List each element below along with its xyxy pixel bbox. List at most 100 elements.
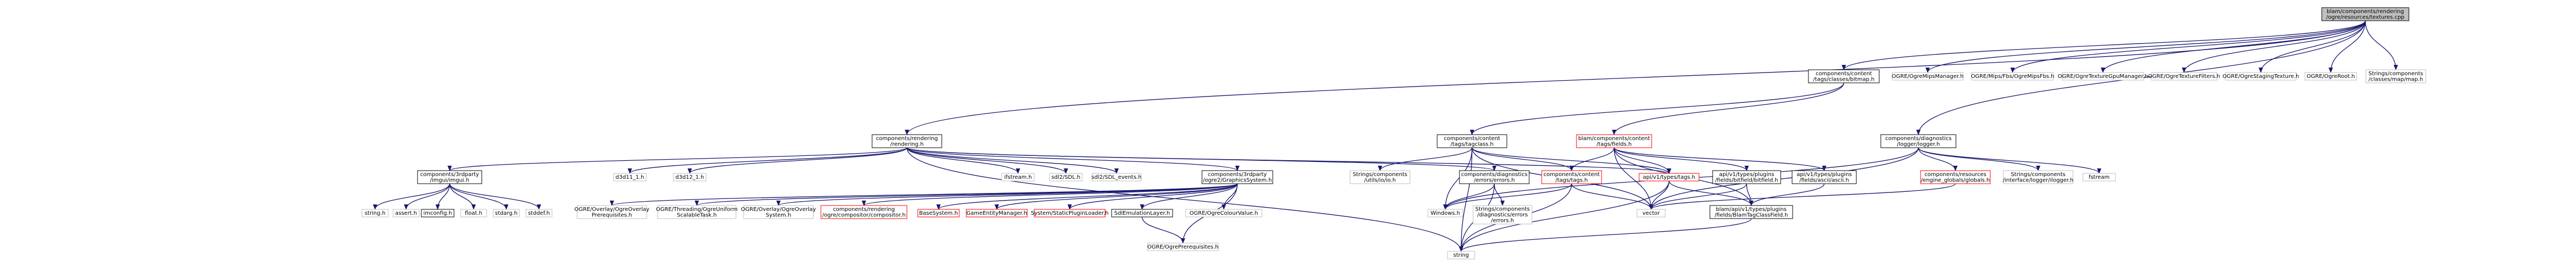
node-box: [1350, 170, 1410, 184]
node-box: [2151, 72, 2217, 81]
node-mips[interactable]: OGRE/Mips/Fbs/OgreMipsFbs.h: [1971, 72, 2054, 81]
node-bitfield[interactable]: api/v1/types/plugins/fields/bitfield/bit…: [1712, 170, 1781, 184]
edge-graphics-to-basesystem: [936, 183, 1238, 210]
node-errors_str[interactable]: Strings/components/diagnostics/errors/er…: [1473, 205, 1532, 225]
node-label: api/v1/types/plugins: [1796, 172, 1851, 178]
edge-logger-to-fstream: [1918, 147, 2101, 174]
edge-rendering-to-graphics: [906, 147, 1240, 171]
node-ogreroot[interactable]: OGRE/OgreRoot.h: [2304, 72, 2357, 81]
node-windows[interactable]: Windows.h: [1427, 209, 1463, 217]
node-compositor[interactable]: components/rendering/ogre/compositor/com…: [820, 205, 907, 219]
edge-rendering-to-api_tags: [906, 147, 1671, 174]
node-box: [1880, 134, 1956, 148]
edge-root-to-rendering: [905, 20, 2366, 135]
node-bitmap[interactable]: components/content/tags/classes/bitmap.h: [1808, 69, 1880, 83]
node-label: api/v1/types/plugins: [1719, 172, 1774, 178]
node-ascii[interactable]: api/v1/types/plugins/fields/ascii/ascii.…: [1792, 170, 1857, 184]
node-box: [613, 173, 647, 182]
node-basesystem[interactable]: BaseSystem.h: [917, 209, 960, 217]
node-fstream[interactable]: fstream: [2082, 173, 2116, 182]
node-label: /errors/errors.h: [1474, 177, 1514, 183]
nodes-layer: blam/components/rendering/ogre/resources…: [361, 7, 2426, 259]
node-stdarg[interactable]: stdarg.h: [493, 209, 520, 217]
node-box: [2082, 173, 2116, 182]
edge-rendering-to-sdl: [906, 147, 1068, 174]
node-string[interactable]: string: [1447, 251, 1475, 259]
edge-imgui-to-assert: [404, 183, 450, 210]
node-label: components/content: [1543, 172, 1600, 178]
edge-content_tags-to-vector: [1571, 183, 1653, 210]
node-label: /tags/classes/bitmap.h: [1813, 76, 1875, 82]
node-ilogger[interactable]: Strings/components/interface/logger/ilog…: [2003, 170, 2074, 184]
node-logger[interactable]: components/diagnostics/logger/logger.h: [1880, 134, 1956, 148]
node-graphics[interactable]: components/3rdparty/ogre2/GraphicsSystem…: [1201, 170, 1273, 184]
node-sdl_events[interactable]: sdl2/SDL_events.h: [1091, 173, 1142, 182]
node-box: [872, 134, 942, 148]
node-imgui[interactable]: components/3rdparty/imgui/imgui.h: [417, 170, 482, 184]
node-box: [2321, 7, 2409, 21]
node-box: [743, 205, 814, 219]
node-gpu_mipmgr[interactable]: OGRE/OgreMipsManager.h: [1892, 72, 1964, 81]
node-assert[interactable]: assert.h: [392, 209, 420, 217]
edge-root-to-staging: [2259, 20, 2366, 73]
node-strutils[interactable]: Strings/components/utils/io/io.h: [1350, 170, 1410, 184]
node-errors[interactable]: components/diagnostics/errors/errors.h: [1459, 170, 1530, 184]
node-sdl[interactable]: sdl2/SDL.h: [1049, 173, 1083, 182]
node-label: OGRE/OgreMipsManager.h: [1892, 74, 1964, 80]
node-mapfile[interactable]: Strings/components/classes/map/map.h: [2365, 69, 2426, 83]
edge-imgui-to-string_h: [373, 183, 450, 210]
edge-imgui-to-float: [449, 183, 476, 210]
node-label: /fields/bitfield/bitfield.h: [1715, 177, 1778, 183]
edge-globals-to-vector: [1649, 183, 1956, 210]
node-ogre_prereq[interactable]: OGRE/OgrePrerequisites.h: [1147, 243, 1219, 251]
node-string_h[interactable]: string.h: [361, 209, 389, 217]
edge-tagclass-to-content_tags: [1471, 147, 1574, 171]
node-tagclass[interactable]: components/content/tags/tagclass.h: [1437, 134, 1507, 148]
node-label: /ogre/resources/textures.cpp: [2326, 14, 2405, 20]
node-blamtag[interactable]: blam/api/v1/types/plugins/fields/BlamTag…: [1709, 205, 1793, 219]
node-tex_gpu_mgr[interactable]: OGRE/OgreTextureGpuManager.h: [2058, 72, 2148, 81]
node-label: OGRE/Overlay/OgreOverlay: [574, 207, 649, 213]
node-gameentity[interactable]: GameEntityManager.h: [966, 209, 1028, 217]
edge-rendering-to-imgui: [447, 147, 907, 171]
node-float[interactable]: float.h: [460, 209, 487, 217]
edge-tagfields-to-ascii: [1614, 147, 1826, 171]
node-root[interactable]: blam/components/rendering/ogre/resources…: [2321, 7, 2409, 21]
node-api_tags[interactable]: api/v1/types/tags.h: [1639, 173, 1700, 182]
node-content_tags[interactable]: components/content/tags/tags.h: [1541, 170, 1602, 184]
edge-bitmap-to-tagclass: [1470, 82, 1844, 135]
node-rendering[interactable]: components/rendering/rendering.h: [872, 134, 942, 148]
edge-graphics-to-overlay_prereq: [610, 183, 1238, 206]
node-label: Windows.h: [1431, 210, 1460, 216]
edge-tagclass-to-api_tags: [1471, 147, 1671, 174]
node-colour[interactable]: OGRE/OgreColourValue.h: [1185, 209, 1262, 217]
node-tex_filters[interactable]: OGRE/OgreTextureFilters.h: [2148, 72, 2221, 81]
node-box: [1892, 72, 1964, 81]
node-tagfields[interactable]: blam/components/content/tags/fields.h: [1576, 134, 1652, 148]
edge-root-to-mapfile: [2365, 20, 2398, 70]
node-d3d11[interactable]: d3d11_1.h: [613, 173, 647, 182]
node-static_plugin[interactable]: System/StaticPluginLoader.h: [1031, 209, 1109, 217]
node-label: string: [1453, 252, 1469, 258]
node-box: [1541, 170, 1602, 184]
node-label: /tags/tags.h: [1555, 177, 1587, 183]
node-box: [361, 209, 389, 217]
node-staging[interactable]: OGRE/OgreStagingTexture.h: [2223, 72, 2299, 81]
node-label: components/rendering: [833, 207, 895, 213]
edge-errors-to-errors_str: [1494, 183, 1505, 206]
node-label: components/resources: [1924, 172, 1986, 178]
node-stddef[interactable]: stddef.h: [525, 209, 553, 217]
node-globals[interactable]: components/resources/engine_globals/glob…: [1920, 170, 1991, 184]
node-sdlemu[interactable]: SdlEmulationLayer.h: [1111, 209, 1173, 217]
node-ifstream[interactable]: ifstream.h: [1001, 173, 1035, 182]
node-label: /fields/ascii/ascii.h: [1799, 177, 1849, 183]
node-imconfig[interactable]: imconfig.h: [421, 209, 455, 217]
node-label: /interface/logger/ilogger.h: [2003, 177, 2074, 183]
edge-root-to-gpu_mipmgr: [1925, 20, 2366, 73]
node-d3d12[interactable]: d3d12_1.h: [673, 173, 707, 182]
node-vector[interactable]: vector: [1636, 209, 1666, 217]
